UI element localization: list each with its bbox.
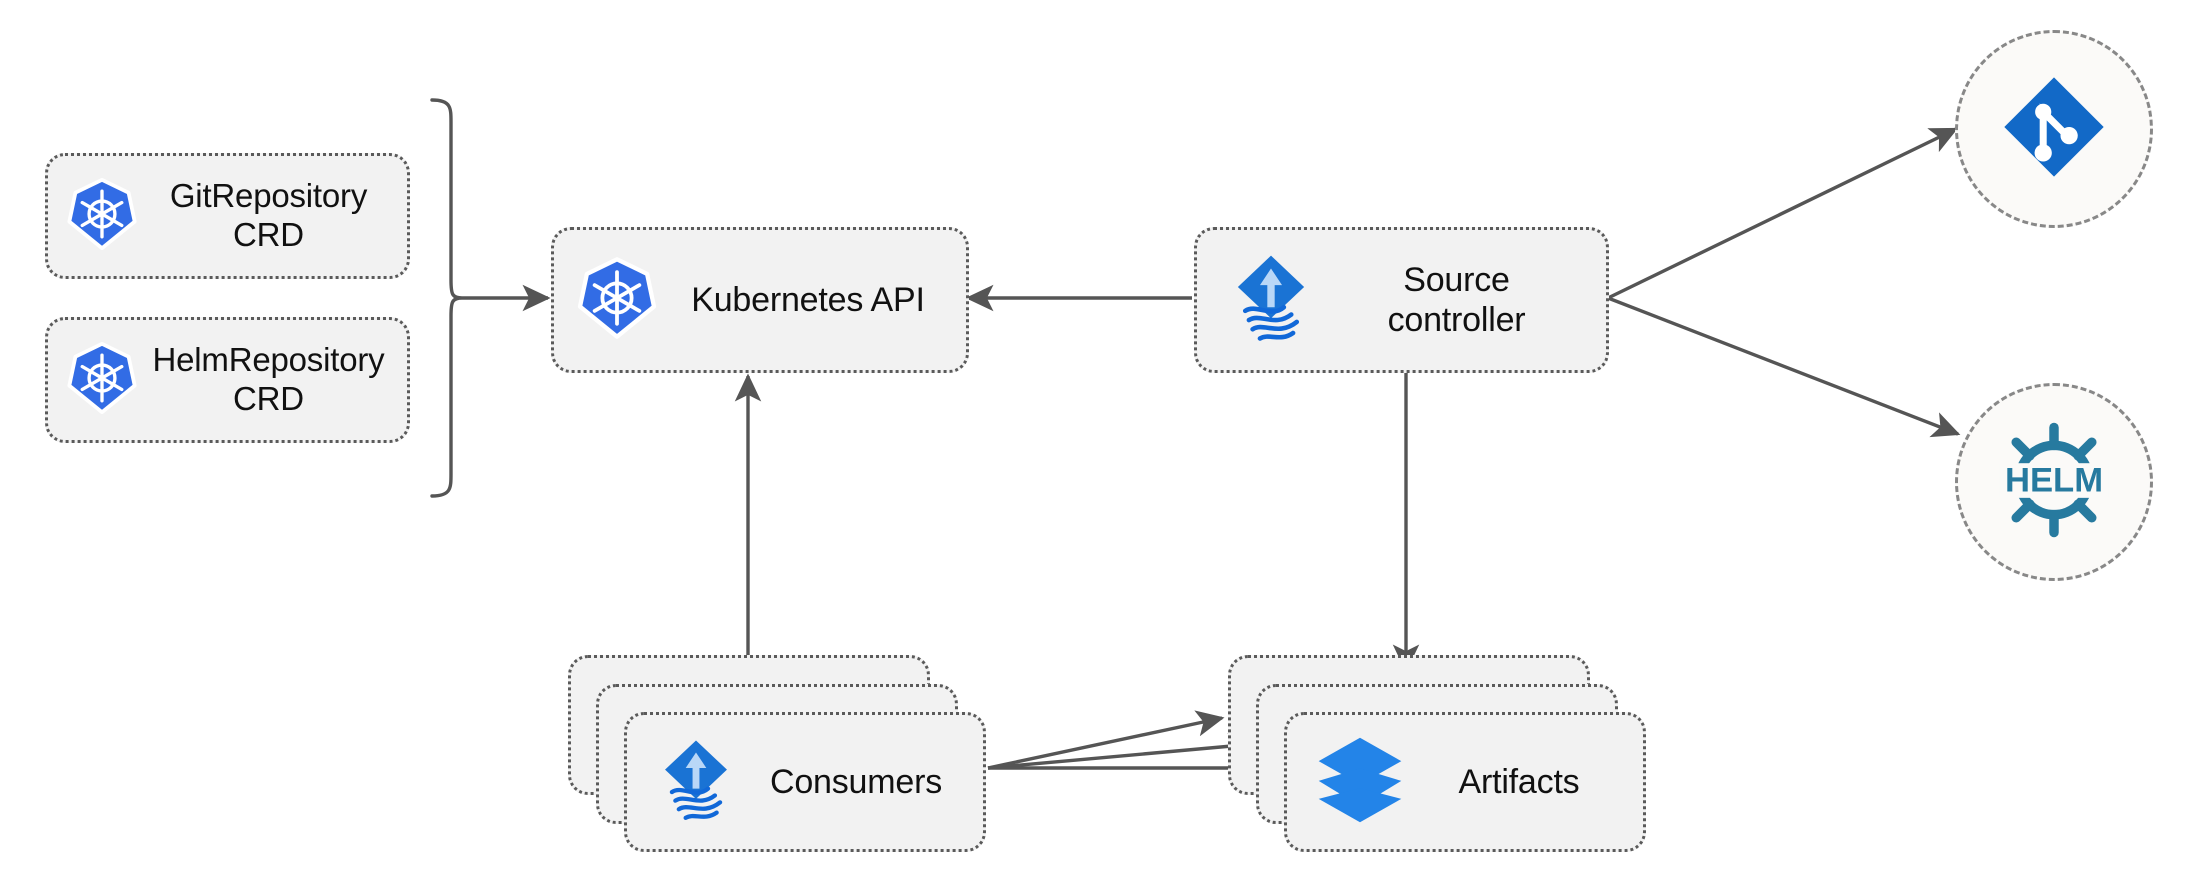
node-label: Source controller [1387, 260, 1526, 339]
node-helm-repository-endpoint[interactable]: HELM [1955, 383, 2153, 581]
node-label: GitRepository CRD [169, 177, 368, 253]
crd-group-bracket [430, 98, 463, 498]
edge-consumers-to-artifacts-1 [987, 710, 1225, 770]
node-artifacts[interactable]: Artifacts [1284, 712, 1646, 852]
kubernetes-icon [64, 176, 140, 257]
node-helmrepository-crd[interactable]: HelmRepository CRD [45, 317, 410, 443]
node-consumers[interactable]: Consumers [624, 712, 986, 852]
node-label: Consumers [769, 762, 943, 801]
layers-icon [1315, 736, 1405, 829]
node-source-controller[interactable]: Source controller [1194, 227, 1609, 373]
git-icon [2000, 73, 2108, 186]
node-label: Kubernetes API [691, 280, 925, 319]
node-label: HelmRepository CRD [152, 341, 385, 417]
helm-label: HELM [2005, 461, 2103, 499]
edge-consumers-to-artifacts-2 [987, 733, 1257, 770]
helm-icon: HELM [1991, 417, 2117, 548]
flux-icon [1225, 250, 1317, 351]
node-label: Artifacts [1458, 762, 1580, 801]
kubernetes-icon [64, 340, 140, 421]
edge-source-to-helm [1607, 296, 1961, 438]
node-kubernetes-api[interactable]: Kubernetes API [551, 227, 969, 373]
flux-icon [653, 734, 739, 831]
edge-source-to-git [1607, 127, 1959, 300]
kubernetes-icon [574, 255, 660, 346]
node-gitrepository-crd[interactable]: GitRepository CRD [45, 153, 410, 279]
node-git-repository-endpoint[interactable] [1955, 30, 2153, 228]
